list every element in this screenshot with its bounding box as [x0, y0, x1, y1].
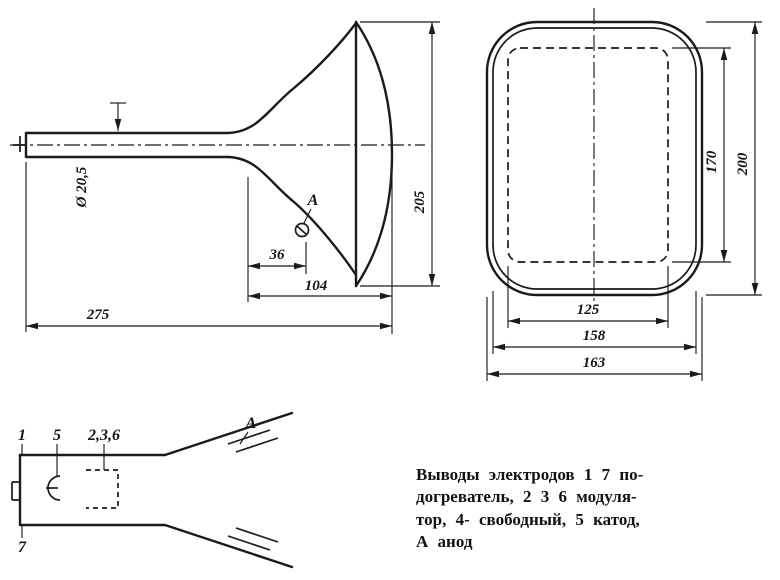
side-tube-outline	[13, 20, 394, 288]
dim-125-value: 125	[577, 302, 600, 318]
dim-200-value: 200	[735, 152, 751, 176]
dim-205-value: 205	[412, 190, 428, 214]
anode-spot-hatch	[296, 225, 308, 236]
pin7-label: 7	[18, 539, 27, 556]
dim-neck-diameter: Ø 20,5	[74, 102, 126, 208]
pin236-label: 2,3,6	[87, 427, 120, 444]
anode-contact-spot	[294, 208, 312, 238]
pinout-cone-bottom	[163, 523, 294, 569]
modulator-dashed-bracket	[86, 469, 119, 509]
screen-face-arc	[354, 20, 394, 288]
dim-158-value: 158	[583, 328, 606, 344]
dim-205-extensions	[360, 21, 440, 287]
anode-spot-circle	[294, 222, 310, 238]
front-view-drawing: 170 200 125 158 163	[485, 8, 762, 381]
cone-top-line	[226, 21, 358, 135]
anode-leader-line	[303, 208, 312, 224]
anode-coating-marks-top	[227, 429, 279, 453]
dim-170: 170	[672, 47, 731, 263]
diameter-value: Ø 20,5	[74, 166, 90, 208]
pinout-anode-label: А	[245, 415, 257, 432]
dim-163: 163	[486, 297, 703, 381]
pinout-electrodes	[46, 429, 279, 551]
dim-275-value: 275	[86, 307, 110, 323]
pin1-label: 1	[18, 427, 26, 444]
anode-coating-marks-bottom	[227, 527, 279, 551]
electrode-caption: Выводы электродов 1 7 по- догреватель, 2…	[416, 464, 778, 554]
dim-163-extensions	[486, 297, 703, 381]
pinout-leader-lines	[21, 431, 249, 538]
dim-163-value: 163	[583, 355, 606, 371]
cone-bottom-line	[226, 155, 358, 277]
side-view-drawing: А Ø 20,5 205 36 104 275	[10, 20, 440, 334]
base-tip-mark	[13, 136, 26, 152]
dim-125: 125	[507, 266, 669, 328]
dim-205: 205	[360, 21, 440, 287]
front-screen-outline	[485, 20, 704, 297]
pin5-label: 5	[53, 427, 61, 444]
dim-125-extensions	[507, 266, 669, 328]
pinout-stem-notch	[11, 481, 20, 501]
dim-200: 200	[706, 21, 762, 296]
caption-line-2: догреватель, 2 3 6 модуля-	[416, 487, 637, 507]
screen-inner-rect	[492, 27, 697, 290]
dim-170-value: 170	[704, 150, 720, 173]
dim-104-value: 104	[305, 278, 328, 294]
side-anode-label: А	[307, 192, 319, 209]
electrode-pinout-diagram: 1 5 2,3,6 А 7	[11, 411, 294, 569]
pinout-cone-top	[163, 411, 294, 457]
dim-158-extensions	[492, 291, 697, 354]
dim-158: 158	[492, 291, 697, 354]
pinout-tube-outline	[11, 411, 294, 569]
screen-useful-area-dashed	[507, 47, 669, 263]
screen-outer-rect	[485, 20, 704, 297]
leader-anode	[239, 431, 249, 445]
dim-lengths: 36 104 275	[25, 162, 393, 334]
caption-line-4: А анод	[416, 532, 473, 552]
caption-line-3: тор, 4- свободный, 5 катод,	[416, 509, 640, 529]
dim-36-value: 36	[269, 247, 286, 263]
caption-line-1: Выводы электродов 1 7 по-	[416, 465, 644, 484]
